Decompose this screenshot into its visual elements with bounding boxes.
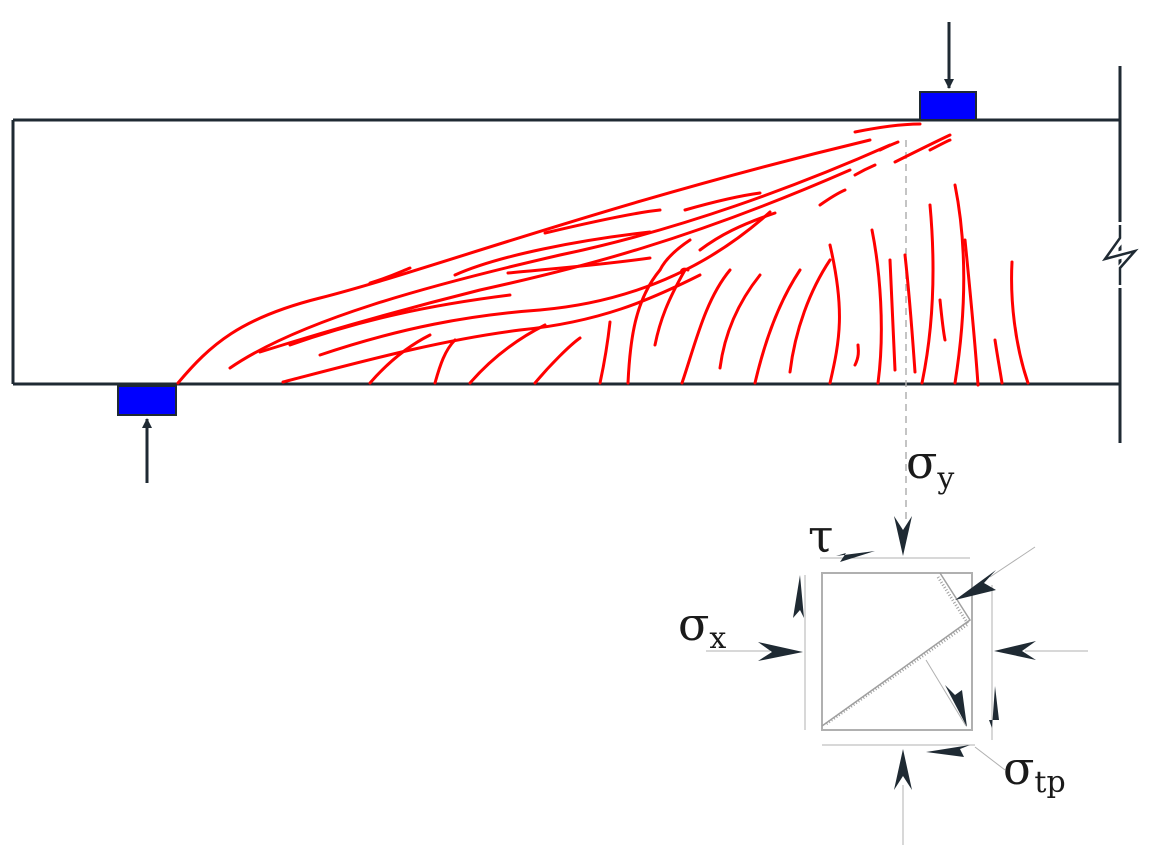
crack <box>788 258 832 374</box>
crack <box>870 228 883 385</box>
sigma-x-right-arrow <box>994 641 1036 660</box>
crack <box>368 266 412 285</box>
crack <box>893 133 952 164</box>
crack <box>718 273 762 370</box>
stress-element <box>706 516 1088 845</box>
sigma-tp-bottom-arrow <box>945 685 967 727</box>
sigma-y-arrow <box>894 516 912 556</box>
crack <box>683 191 762 212</box>
crack <box>533 336 582 385</box>
crack <box>853 343 860 367</box>
element-square <box>821 572 973 731</box>
crack-pattern <box>176 122 1030 387</box>
crack <box>753 268 802 385</box>
crack <box>818 188 847 207</box>
crack <box>653 268 687 347</box>
crack <box>626 268 662 385</box>
sigma-tp-label: σtp <box>1003 741 1066 800</box>
crack <box>281 273 702 384</box>
crack <box>920 203 935 385</box>
sigma-x-left-arrow <box>758 642 803 661</box>
tau-bottom-arrow <box>926 745 970 757</box>
guide-line <box>974 746 1006 771</box>
tau-right-arrow <box>989 686 999 728</box>
crack <box>468 323 547 385</box>
beam <box>11 66 1149 443</box>
crack <box>453 230 652 277</box>
crack <box>698 211 777 252</box>
load-plate <box>919 91 977 121</box>
crack <box>953 183 966 385</box>
crack <box>680 268 732 385</box>
crack <box>598 320 612 385</box>
crack <box>928 138 952 152</box>
crack-plane-hatch <box>825 576 971 726</box>
support-plate <box>117 385 177 416</box>
crack <box>903 253 917 374</box>
crack <box>853 122 922 134</box>
crack <box>828 243 841 385</box>
crack <box>288 293 512 347</box>
crack <box>938 298 947 342</box>
sigma-x-label: σx <box>678 597 726 656</box>
crack-plane <box>821 572 972 727</box>
crack <box>506 256 652 275</box>
sigma-y-bottom-arrow <box>894 749 912 790</box>
break-mark <box>1101 225 1139 285</box>
crack <box>1010 260 1030 385</box>
crack <box>433 338 457 385</box>
tau-top-arrow <box>836 551 875 562</box>
crack <box>658 238 692 272</box>
crack <box>368 333 432 385</box>
crack <box>878 140 900 152</box>
sigma-y-label: σy <box>906 435 954 496</box>
tau-label: τ <box>808 509 833 563</box>
crack <box>888 258 897 372</box>
crack <box>228 143 892 370</box>
guide-line <box>925 659 967 727</box>
sigma-tp-top-arrow <box>955 570 996 600</box>
crack <box>680 267 690 275</box>
crack <box>318 210 772 357</box>
crack <box>963 238 980 387</box>
crack <box>853 163 877 177</box>
tau-left-arrow <box>793 575 804 618</box>
guide-line <box>989 546 1036 578</box>
crack <box>543 208 662 235</box>
crack <box>993 338 1004 385</box>
